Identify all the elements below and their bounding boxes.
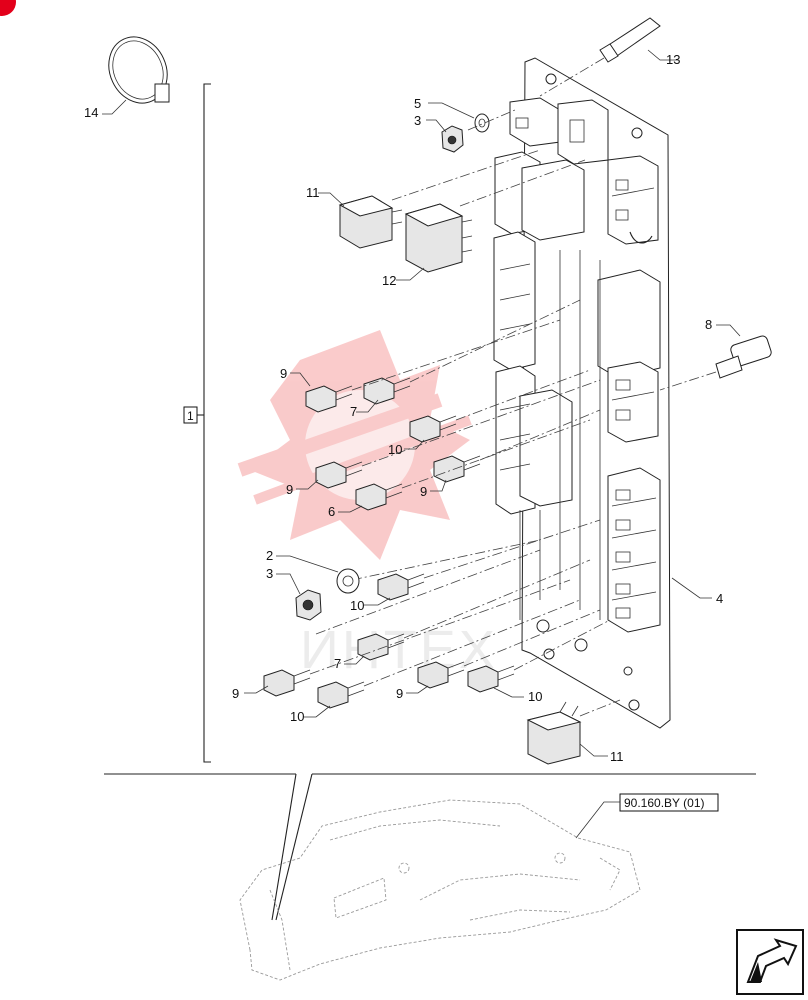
washer-top [474, 113, 490, 133]
relay-large [404, 203, 473, 273]
connector-pin [539, 17, 661, 97]
assembly-guide-lines [309, 250, 621, 717]
callout-9e: 9 [396, 686, 403, 701]
callout-6: 6 [328, 504, 335, 519]
assembly-bracket: 1 [183, 83, 211, 763]
callout-13: 13 [666, 52, 680, 67]
fuse-box-housing [493, 57, 671, 729]
callout-8: 8 [705, 317, 712, 332]
callout-9c: 9 [420, 484, 427, 499]
assembly-label-box [183, 406, 198, 424]
fuse-7a [363, 377, 411, 405]
fuse-9c [433, 455, 481, 483]
hose-clamp [108, 36, 170, 104]
callout-10d: 10 [528, 689, 542, 704]
fuse-10b [377, 573, 425, 601]
fuse-10a [409, 415, 457, 443]
callout-2: 2 [266, 548, 273, 563]
relay-small-bottom [526, 701, 582, 765]
callout-5: 5 [414, 96, 421, 111]
callout-9b: 9 [286, 482, 293, 497]
nut-top [441, 125, 464, 153]
reference-label: 90.160.BY (01) [624, 796, 705, 810]
fuse-9e [417, 661, 465, 689]
fuse-10c [317, 681, 365, 709]
callout-7b: 7 [334, 656, 341, 671]
corner-badge [0, 0, 16, 16]
fuse-7b [357, 633, 405, 661]
callout-labels: 14 13 5 3 11 12 8 9 7 10 9 9 6 2 3 10 4 … [84, 52, 723, 764]
callout-9d: 9 [232, 686, 239, 701]
callout-10c: 10 [290, 709, 304, 724]
fuse-10d [467, 665, 515, 693]
callout-11-top: 11 [306, 185, 320, 200]
nut-lower [295, 589, 322, 621]
callout-leaders [102, 49, 741, 757]
callout-14: 14 [84, 105, 98, 120]
callout-10b: 10 [350, 598, 364, 613]
location-inset: 90.160.BY (01) [104, 773, 756, 981]
reference-label-box [619, 793, 719, 812]
callout-12: 12 [382, 273, 396, 288]
relay-small-top [338, 195, 403, 249]
callout-4: 4 [716, 591, 723, 606]
fuse-9d [263, 669, 311, 697]
callout-7a: 7 [350, 404, 357, 419]
fuse-6 [355, 483, 403, 511]
bolt [659, 335, 772, 391]
washer-lower [336, 568, 360, 594]
callout-10a: 10 [388, 442, 402, 457]
watermark-text: ИНТЕХ [300, 620, 498, 680]
callout-3-lower: 3 [266, 566, 273, 581]
fuse-9a [305, 385, 353, 413]
callout-9a: 9 [280, 366, 287, 381]
next-page-arrow-icon[interactable] [736, 929, 804, 995]
assembly-label: 1 [187, 409, 194, 423]
callout-3-top: 3 [414, 113, 421, 128]
callout-11-bottom: 11 [610, 749, 624, 764]
